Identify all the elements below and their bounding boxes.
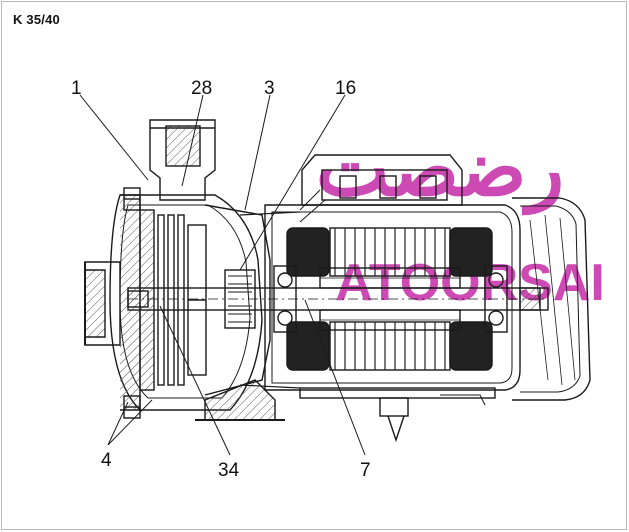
callout-28: 28: [191, 78, 212, 99]
diagram-title: K 35/40: [13, 12, 60, 27]
stator-windings: [286, 227, 493, 371]
callout-7: 7: [360, 460, 371, 481]
motor-bracket: [204, 204, 301, 396]
flange-bolt-bottom: [123, 395, 141, 419]
callout-1: 1: [71, 78, 82, 99]
suction-inlet: [84, 261, 121, 346]
callout-34: 34: [218, 460, 240, 481]
bearing-rear: [484, 265, 508, 333]
flange-bolt-top: [123, 187, 141, 211]
bearing-front: [273, 265, 297, 333]
callout-16: 16: [335, 78, 356, 99]
callout-4: 4: [101, 450, 112, 471]
motor-housing: [264, 204, 521, 443]
leader-lines: [79, 94, 366, 456]
impeller-stages: [139, 209, 207, 391]
fan-cover: [440, 197, 591, 406]
rotor: [319, 267, 461, 331]
discharge-outlet: [149, 119, 216, 201]
callout-3: 3: [264, 78, 275, 99]
